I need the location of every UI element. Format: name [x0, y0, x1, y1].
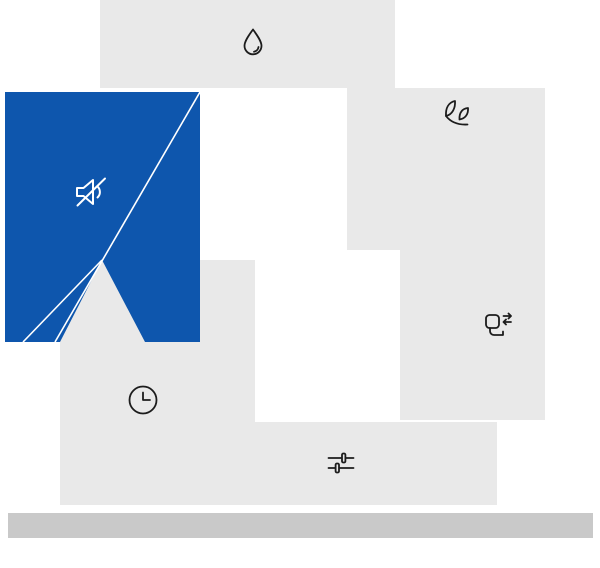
- bottom-bar: [8, 513, 593, 538]
- leaf-icon: [441, 97, 473, 129]
- ribbon-banner-shape: [5, 92, 200, 342]
- tile-lower-right[interactable]: [400, 250, 545, 420]
- options-sliders-icon: [323, 445, 359, 481]
- speaker-mute-icon: [69, 170, 113, 214]
- tile-top[interactable]: [100, 0, 395, 88]
- device-sync-icon: [477, 302, 517, 342]
- accent-ribbon-tile[interactable]: [5, 92, 200, 342]
- tile-bottom-center[interactable]: [200, 422, 497, 505]
- clock-icon: [125, 382, 161, 418]
- water-drop-icon: [237, 26, 269, 58]
